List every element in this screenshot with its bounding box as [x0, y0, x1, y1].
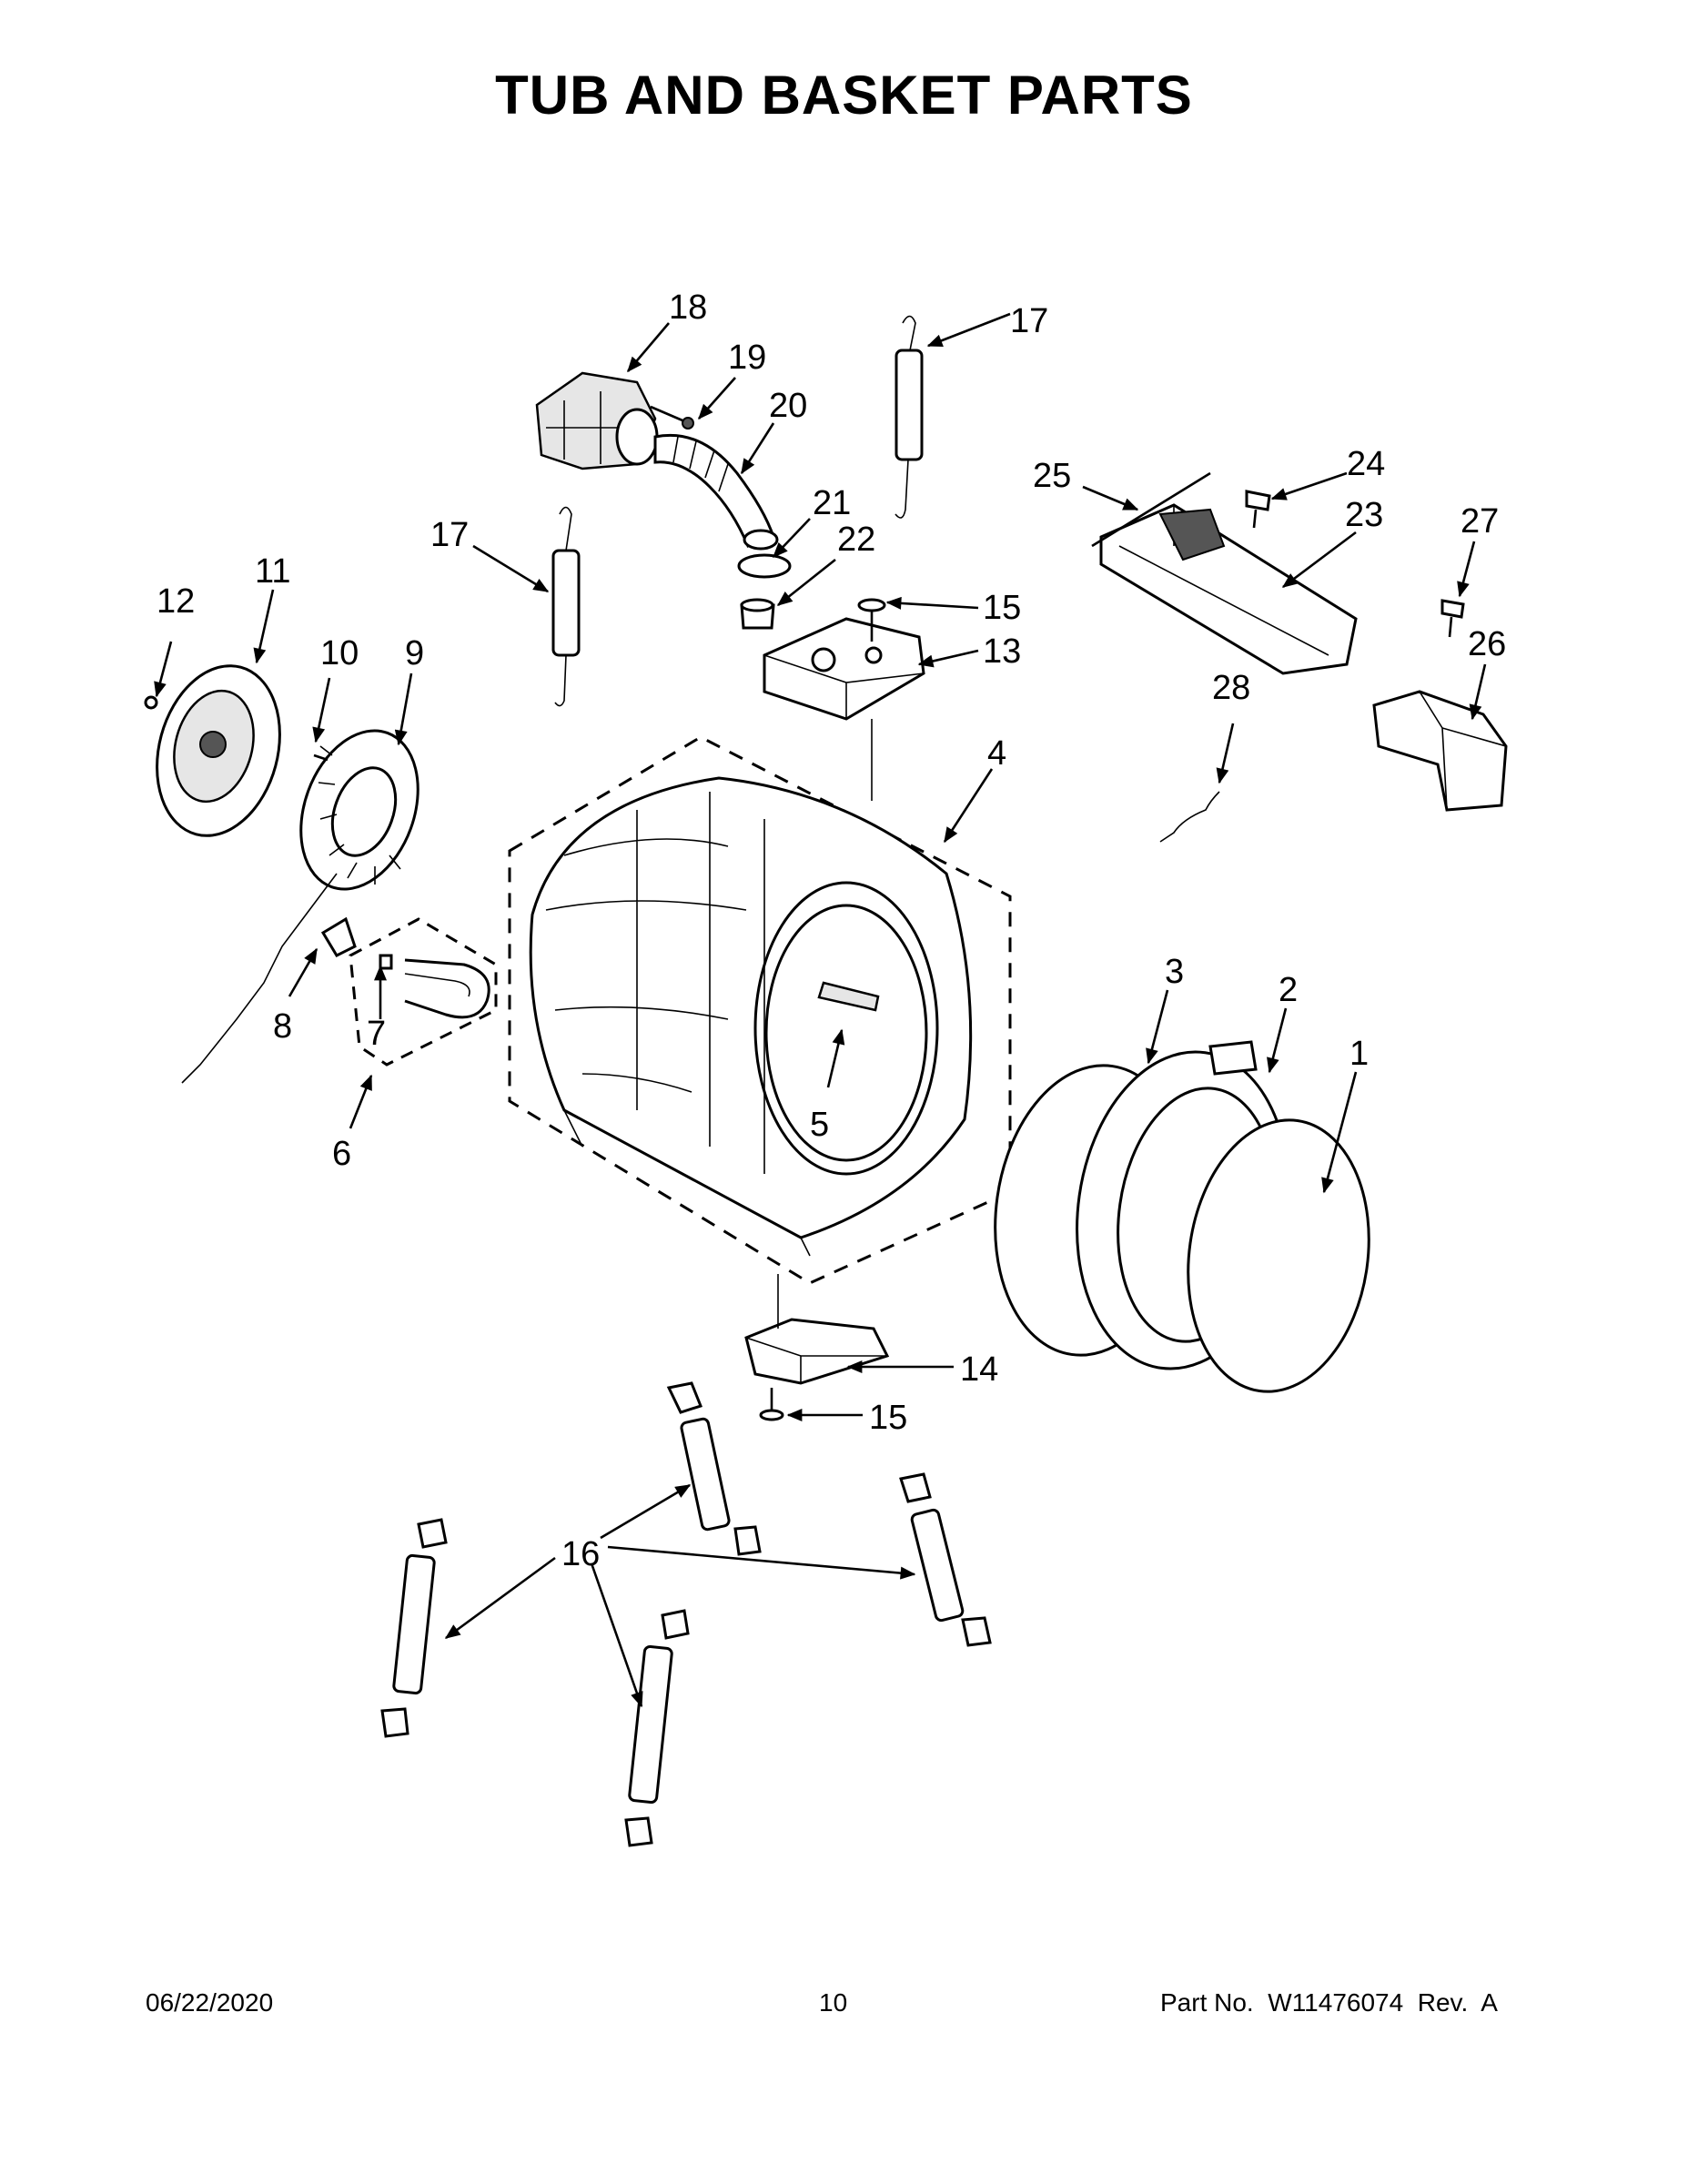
callout-17-right: 17 — [1010, 302, 1048, 340]
callout-5: 5 — [810, 1106, 829, 1144]
bottom-screw-part — [759, 1388, 784, 1421]
rotor-part — [144, 664, 281, 837]
footer-date: 06/22/2020 — [146, 1988, 274, 2017]
callout-26: 26 — [1468, 625, 1506, 663]
callout-21: 21 — [813, 484, 851, 522]
callout-6: 6 — [332, 1135, 351, 1173]
electronic-control-part — [1091, 471, 1358, 675]
callout-19: 19 — [728, 339, 766, 377]
tub-part — [529, 776, 973, 1257]
callout-14: 14 — [960, 1350, 998, 1389]
callout-10: 10 — [320, 634, 359, 672]
ground-wire-part — [1159, 791, 1220, 843]
callout-15-bottom: 15 — [869, 1399, 907, 1437]
callout-28: 28 — [1212, 669, 1250, 707]
callout-9: 9 — [405, 634, 424, 672]
callout-23: 23 — [1345, 496, 1383, 534]
spring-upper-right-part — [895, 315, 924, 519]
callout-4: 4 — [987, 734, 1006, 773]
top-counterweight-part — [763, 617, 925, 721]
callout-27: 27 — [1461, 502, 1499, 541]
callout-22: 22 — [837, 521, 875, 559]
callout-18: 18 — [669, 288, 707, 327]
callout-15-top: 15 — [983, 589, 1021, 627]
callout-25: 25 — [1033, 457, 1071, 495]
cover-screw-part — [1440, 599, 1465, 638]
tub-assembly-dashed-group — [508, 735, 1012, 1285]
heater-part — [379, 954, 490, 1019]
hose-clamp-part — [737, 553, 792, 579]
callout-7: 7 — [367, 1015, 386, 1053]
footer-part-number: Part No. W11476074 Rev. A — [1160, 1988, 1498, 2017]
leader-lines — [154, 312, 1487, 1708]
callout-8: 8 — [273, 1007, 292, 1046]
pump-housing-part — [535, 371, 659, 470]
callout-24: 24 — [1347, 445, 1385, 483]
bottom-counterweight-part — [744, 1274, 890, 1385]
callout-12: 12 — [157, 582, 195, 621]
callout-20: 20 — [769, 387, 807, 425]
page-title: TUB AND BASKET PARTS — [495, 65, 1193, 126]
heater-kit-dashed-group — [349, 917, 498, 1067]
damper-part-3 — [380, 1518, 448, 1738]
footer-page-number: 10 — [819, 1988, 848, 2017]
top-screw-part — [857, 598, 886, 642]
stator-part — [299, 729, 419, 891]
control-screw-part — [1245, 490, 1271, 529]
callout-2: 2 — [1279, 971, 1298, 1009]
wire-harness-part — [181, 873, 338, 1084]
screw-part — [650, 405, 694, 430]
callout-13: 13 — [983, 632, 1021, 671]
callout-17-left: 17 — [430, 516, 469, 554]
control-cover-part — [1372, 690, 1508, 812]
cap-part — [740, 598, 775, 630]
spring-left-part — [551, 506, 581, 707]
callout-1: 1 — [1349, 1035, 1369, 1073]
callout-11: 11 — [255, 552, 290, 591]
damper-part-2 — [899, 1472, 992, 1647]
damper-part-4 — [624, 1609, 690, 1847]
callout-3: 3 — [1165, 953, 1184, 991]
damper-part-1 — [666, 1381, 762, 1556]
drain-hose-part — [653, 433, 779, 551]
sensor-part — [320, 916, 357, 957]
callout-16: 16 — [561, 1535, 600, 1573]
